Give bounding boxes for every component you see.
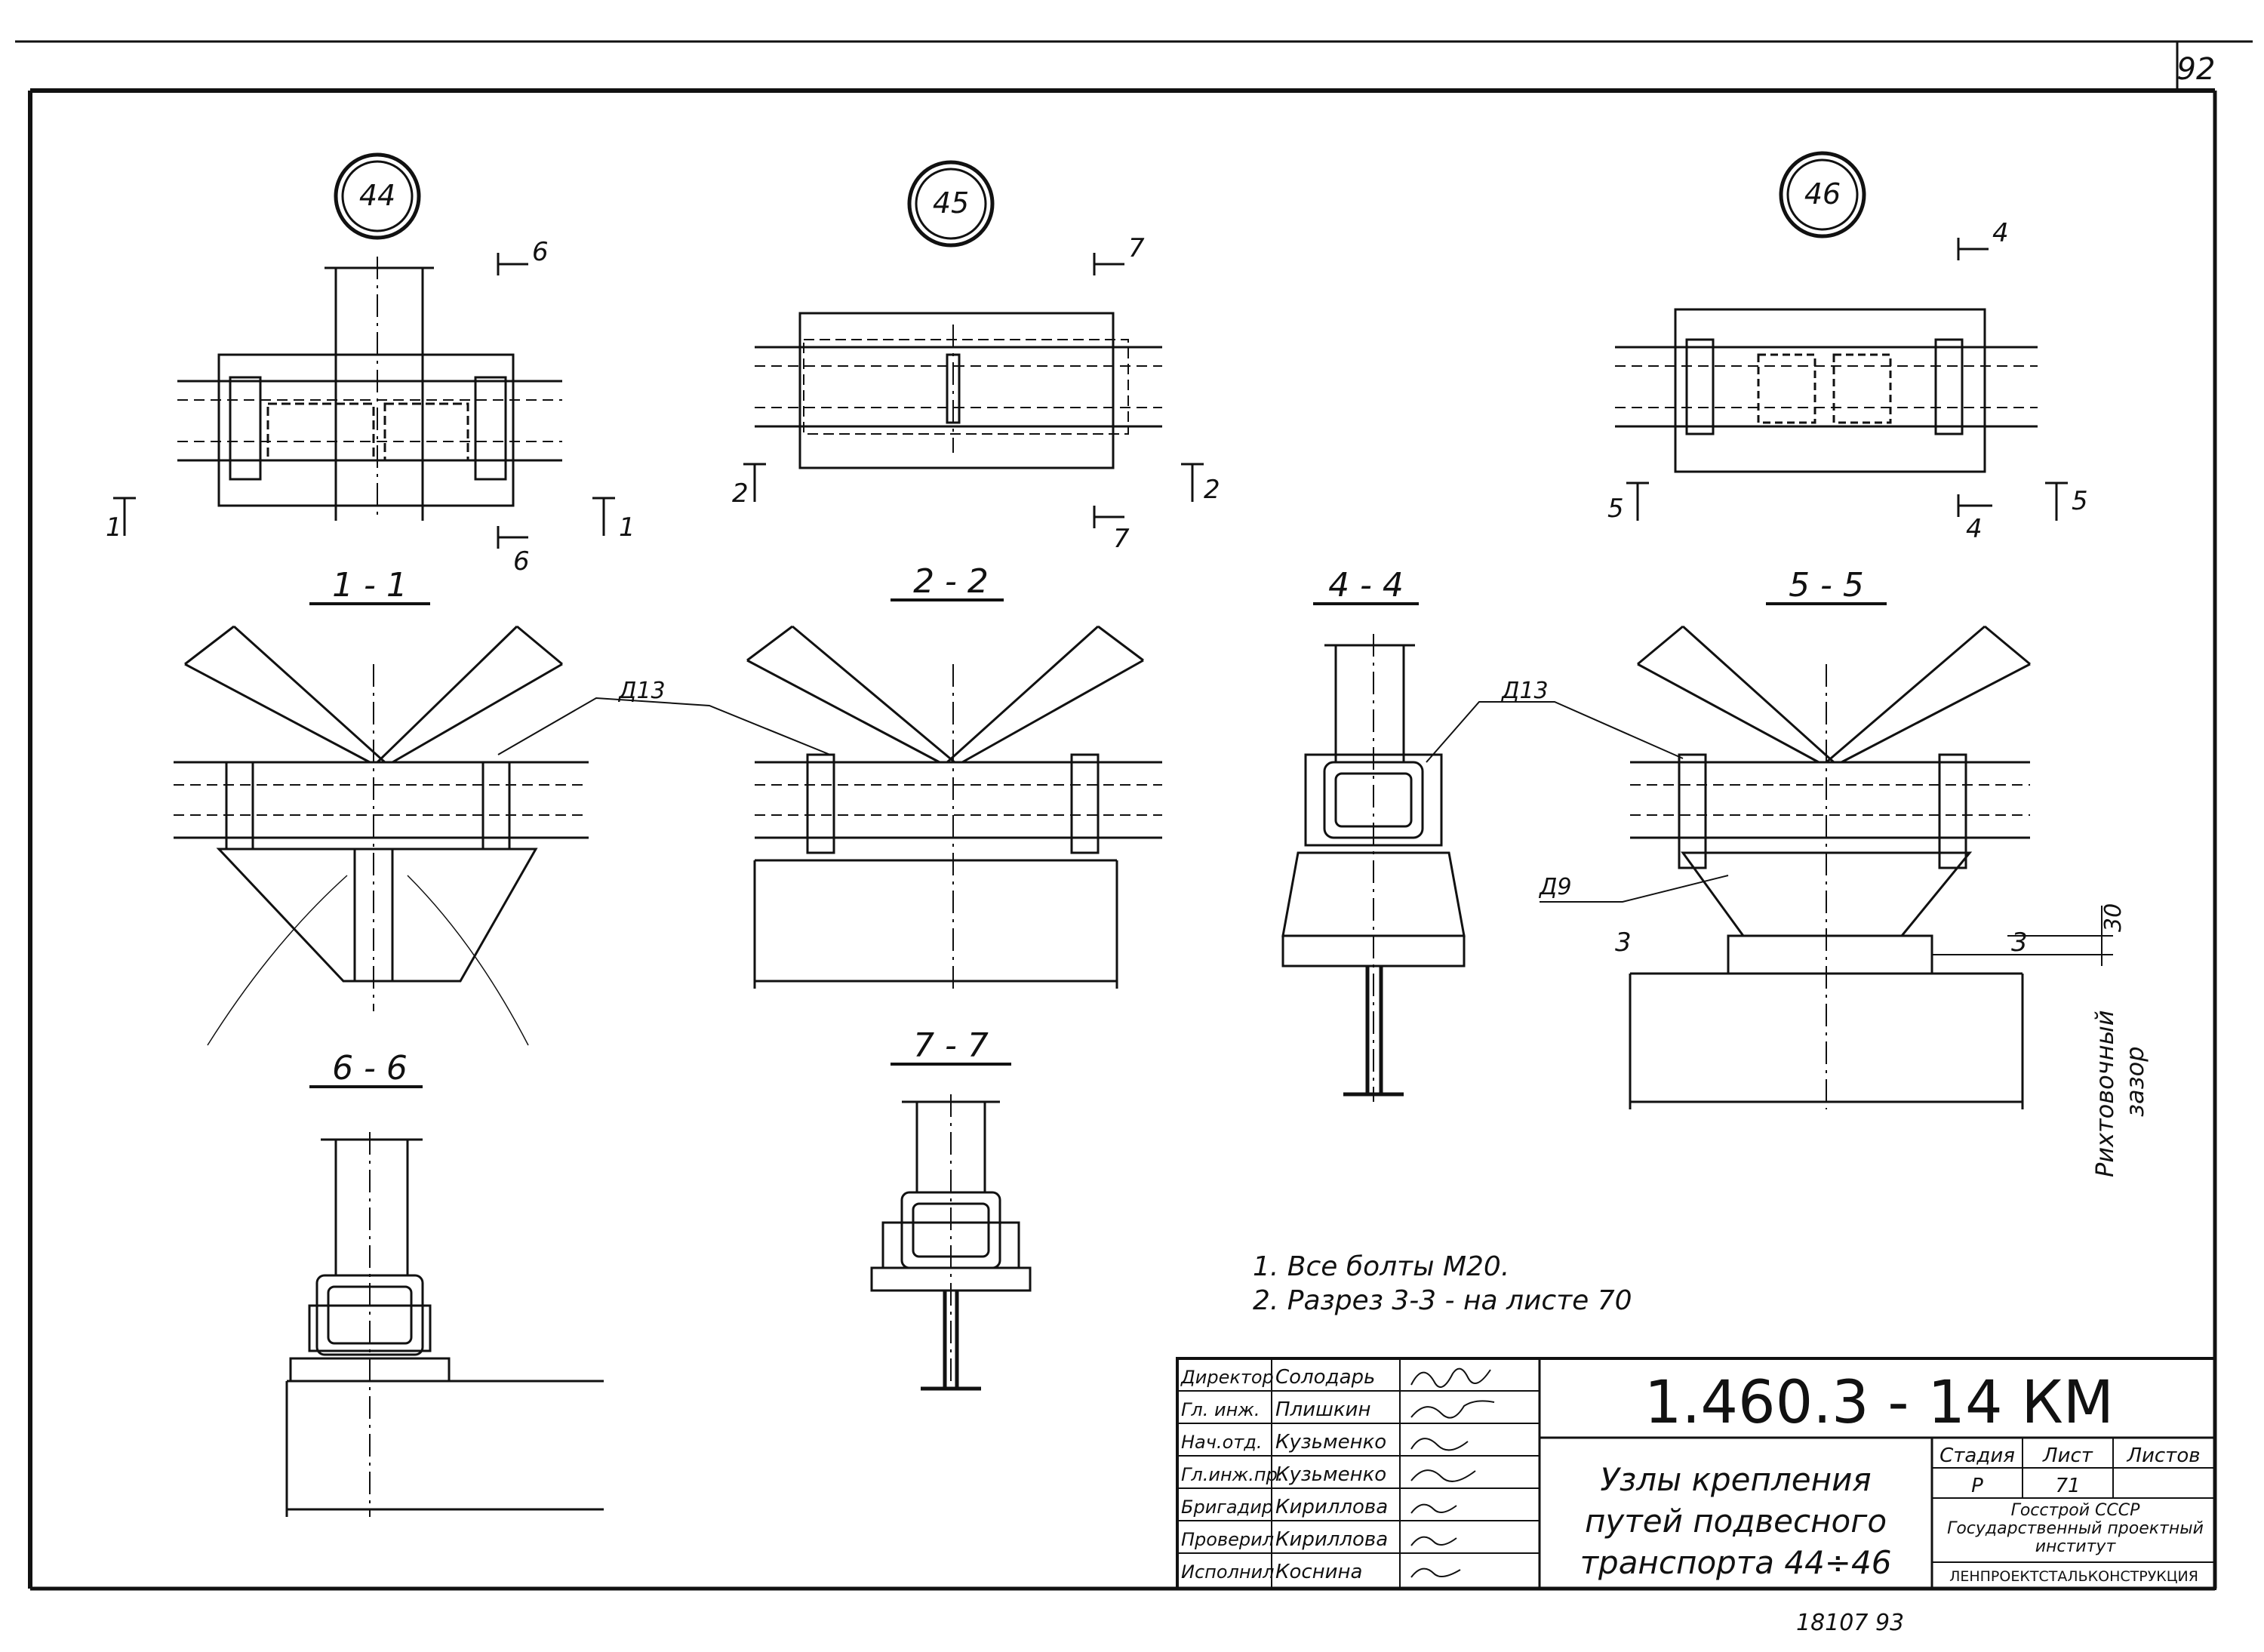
section-7-7: [870, 1063, 1032, 1396]
node-44-cut-marks: [113, 253, 615, 549]
section-6-6: [285, 1085, 604, 1517]
section-1-1: [174, 602, 589, 1046]
cut-label-n45-bot: 7: [1113, 524, 1130, 554]
signature-name: Коснина: [1275, 1561, 1363, 1583]
signature-name: Кириллова: [1275, 1528, 1388, 1551]
cut-label-n45-left: 2: [732, 478, 749, 509]
node-45-plan: [755, 160, 1162, 469]
stage-value: Р: [1971, 1475, 1983, 1497]
node-46-label: 46: [1804, 177, 1841, 211]
gap-label-line1: Рихтовочный: [2090, 1010, 2119, 1177]
signature-name: Плишкин: [1275, 1398, 1370, 1421]
cut-label-n44-top: 6: [532, 237, 549, 267]
signature-role: Нач.отд.: [1181, 1432, 1262, 1453]
cut-label-n45-right: 2: [1204, 475, 1220, 505]
node-44-label: 44: [359, 179, 395, 212]
signature-role: Гл. инж.: [1181, 1399, 1260, 1420]
sheet-number: 92: [2177, 52, 2216, 87]
drawing-title-line3: транспорта 44÷46: [1580, 1544, 1892, 1581]
section-title-2-2: 2 - 2: [913, 562, 989, 601]
section-title-6-6: 6 - 6: [332, 1049, 408, 1087]
section-2-2: [746, 598, 1162, 989]
cut-label-n44-left: 1: [106, 512, 122, 543]
signature-role: Исполнил: [1181, 1561, 1275, 1583]
note-2: 2. Разрез 3-3 - на листе 70: [1253, 1285, 1632, 1316]
signature-name: Кузьменко: [1275, 1431, 1386, 1454]
gap-label-line2: зазор: [2121, 1046, 2149, 1117]
signature-name: Солодарь: [1275, 1366, 1375, 1389]
signature-role: Проверил: [1181, 1529, 1274, 1550]
sheets-header: Листов: [2126, 1444, 2200, 1467]
section-title-1-1: 1 - 1: [332, 566, 408, 605]
signature-role: Бригадир: [1181, 1497, 1273, 1518]
node-44-circle: [334, 152, 421, 240]
node-46-circle: [1779, 151, 1866, 238]
node-45-circle: [907, 160, 995, 248]
label-d13-a: Д13: [617, 678, 666, 704]
cut-label-n44-right: 1: [619, 512, 635, 543]
sheet-header: Лист: [2042, 1444, 2093, 1467]
stage-header: Стадия: [1939, 1444, 2015, 1467]
sheet-value: 71: [2055, 1475, 2080, 1497]
cut-label-n45-top: 7: [1128, 233, 1145, 263]
document-code: 1.460.3 - 14 КМ: [1644, 1369, 2114, 1437]
signature-rows: Директор Солодарь Гл. инж. Плишкин Нач.о…: [1180, 1366, 1388, 1583]
cut-label-s55-left: 3: [1615, 928, 1632, 958]
org-line3: институт: [2035, 1537, 2117, 1556]
handwritten-signatures: [1410, 1367, 1495, 1578]
sheet-frame: [15, 40, 2253, 1591]
drawing-title-line2: путей подвесного: [1585, 1503, 1887, 1540]
label-d13-b: Д13: [1500, 678, 1549, 704]
section-5-5: [1629, 602, 2113, 1109]
section-title-5-5: 5 - 5: [1789, 566, 1864, 605]
node-45-label: 45: [933, 186, 969, 220]
cut-label-n46-left: 5: [1607, 494, 1624, 524]
cut-label-s55-right: 3: [2011, 928, 2028, 958]
leader-lines: [497, 697, 1729, 903]
title-block: [1176, 1357, 2216, 1590]
signature-name: Кузьменко: [1275, 1463, 1386, 1486]
org-line1: Госстрой СССР: [2011, 1501, 2141, 1520]
node-44-plan: [177, 152, 562, 521]
cut-label-n44-bot: 6: [513, 546, 530, 577]
node-45-cut-marks: [743, 253, 1204, 528]
section-title-7-7: 7 - 7: [913, 1026, 989, 1065]
dimension-30: 30: [2100, 903, 2127, 932]
label-d9: Д9: [1538, 874, 1572, 900]
note-1: 1. Все болты М20.: [1253, 1251, 1509, 1282]
cut-label-n46-top: 4: [1992, 218, 2009, 248]
cut-label-n46-right: 5: [2072, 486, 2088, 516]
signature-role: Директор: [1180, 1367, 1274, 1388]
node-46-plan: [1615, 151, 2038, 473]
section-4-4: [1281, 602, 1466, 1102]
signature-role: Гл.инж.пр.: [1181, 1464, 1283, 1485]
section-title-4-4: 4 - 4: [1328, 566, 1404, 605]
signature-name: Кириллова: [1275, 1496, 1388, 1518]
org-line4: ЛЕНПРОЕКТСТАЛЬКОНСТРУКЦИЯ: [1949, 1568, 2198, 1585]
footer-numbers: 18107 93: [1796, 1610, 1904, 1636]
cut-label-n46-bot: 4: [1966, 514, 1983, 544]
org-line2: Государственный проектный: [1947, 1519, 2204, 1538]
drawing-title-line1: Узлы крепления: [1600, 1461, 1871, 1498]
node-46-cut-marks: [1626, 238, 2068, 521]
